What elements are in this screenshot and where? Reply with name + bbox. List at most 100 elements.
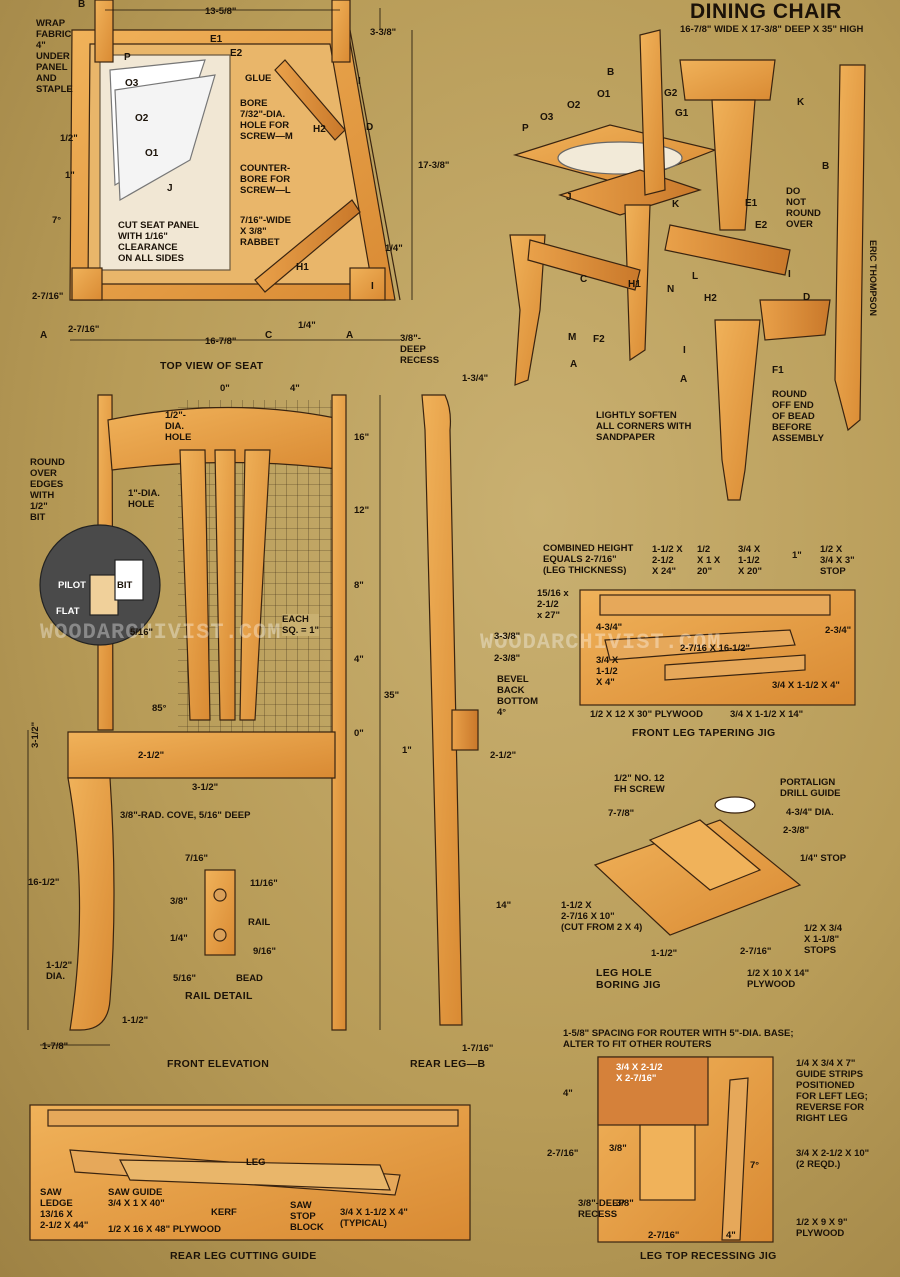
dim-quarter-bottom: 1/4": [298, 320, 316, 331]
recessing-jig-drawing: [597, 1056, 774, 1243]
ex-part-l: L: [692, 271, 699, 282]
rec-note-req: 3/4 X 2-1/2 X 10" (2 REQD.): [796, 1148, 870, 1170]
bore-note-block: 1-1/2 X 2-7/16 X 10" (CUT FROM 2 X 4): [561, 900, 643, 933]
ex-part-o1: O1: [597, 89, 611, 100]
ex-part-h2: H2: [704, 293, 717, 304]
dim-base: 1-7/8": [42, 1041, 69, 1052]
part-b: B: [78, 0, 86, 10]
dim-zero-top: 0": [220, 383, 230, 394]
note-soften: LIGHTLY SOFTEN ALL CORNERS WITH SANDPAPE…: [596, 410, 692, 443]
note-bit: BIT: [117, 580, 133, 591]
caption-recessing-jig: LEG TOP RECESSING JIG: [640, 1250, 777, 1262]
ex-part-f1: F1: [772, 365, 784, 376]
part-e1: E1: [210, 34, 223, 45]
note-half-hole: 1/2"- DIA. HOLE: [165, 410, 192, 443]
part-a: A: [40, 330, 48, 341]
ex-part-i2: I: [683, 345, 686, 356]
note-cove: 3/8"-RAD. COVE, 5/16" DEEP: [120, 810, 251, 821]
bore-note-screw: 1/2" NO. 12 FH SCREW: [614, 773, 665, 795]
dim-rear-one: 1": [402, 745, 412, 756]
bore-dim-778: 7-7/8": [608, 808, 635, 819]
ex-part-k: K: [797, 97, 805, 108]
dim-12: 12": [354, 505, 370, 516]
exploded-view: [509, 29, 866, 501]
dim-deg: 7°: [52, 215, 62, 226]
page-title: DINING CHAIR: [690, 0, 842, 23]
rail-dim-f: 5/16": [173, 973, 196, 984]
note-cut-panel: CUT SEAT PANEL WITH 1/16" CLEARANCE ON A…: [118, 220, 199, 264]
cut-note-kerf: KERF: [211, 1207, 237, 1218]
watermark-right: WOODARCHIVIST.COM: [480, 630, 722, 655]
jig-dim-one: 1": [792, 550, 802, 561]
bore-dim-2716: 2-7/16": [740, 946, 772, 957]
part-d: D: [366, 122, 374, 133]
part-p: P: [124, 52, 131, 63]
caption-top-view: TOP VIEW OF SEAT: [160, 360, 264, 372]
note-bore: BORE 7/32"-DIA. HOLE FOR SCREW—M: [240, 98, 293, 142]
note-pilot: PILOT: [58, 580, 86, 591]
dim-foot: 1-1/2": [122, 1015, 149, 1026]
jig-note-p1: 1-1/2 X 2-1/2 X 24": [652, 544, 683, 577]
note-one-hole: 1"-DIA. HOLE: [128, 488, 160, 510]
caption-rail-detail: RAIL DETAIL: [185, 990, 253, 1002]
dim-rear-14: 14": [496, 900, 512, 911]
jig-note-p2: 1/2 X 1 X 20": [697, 544, 721, 577]
ex-part-h1: H1: [628, 279, 641, 290]
jig-note-p6: 3/4 X 1-1/2 X 4": [596, 655, 619, 688]
ex-part-a2: A: [680, 374, 688, 385]
dim-half: 1/2": [60, 133, 78, 144]
top-view-seat: [69, 0, 401, 301]
jig-note-combined: COMBINED HEIGHT EQUALS 2-7/16" (LEG THIC…: [543, 543, 634, 576]
rec-dim-bottom: 2-7/16": [648, 1230, 680, 1241]
note-foot-dia: 1-1/2" DIA.: [46, 960, 73, 982]
ex-part-g2: G2: [664, 88, 678, 99]
page-subtitle: 16-7/8" WIDE X 17-3/8" DEEP X 35" HIGH: [680, 24, 864, 35]
dim-85: 85°: [152, 703, 167, 714]
rail-dim-b: 11/16": [250, 878, 278, 889]
rec-note-recess: 3/8"-DEEP RECESS: [578, 1198, 625, 1220]
cut-note-typical: 3/4 X 1-1/2 X 4" (TYPICAL): [340, 1207, 408, 1229]
jig-note-p3: 3/4 X 1-1/2 X 20": [738, 544, 763, 577]
rec-dim-four: 4": [563, 1088, 573, 1099]
cut-note-guide: SAW GUIDE 3/4 X 1 X 40": [108, 1187, 165, 1209]
jig-note-p7: 2-7/16 X 16-1/2": [680, 643, 750, 654]
bore-dim-112: 1-1/2": [651, 948, 678, 959]
cut-note-ledge: SAW LEDGE 13/16 X 2-1/2 X 44": [40, 1187, 89, 1231]
ex-part-e1: E1: [745, 198, 758, 209]
dim-bit: 5/16": [130, 627, 153, 638]
rail-detail-drawing: [204, 869, 236, 956]
part-a2: A: [346, 330, 354, 341]
bore-note-dia: 4-3/4" DIA.: [786, 807, 834, 818]
part-o2: O2: [135, 113, 149, 124]
ex-part-g1: G1: [675, 108, 689, 119]
part-i: I: [358, 76, 361, 87]
dim-top: 13-5/8": [205, 6, 237, 17]
jig-note-p8: 3/4 X 1-1/2 X 4": [772, 680, 840, 691]
rec-note-strips: 1/4 X 3/4 X 7" GUIDE STRIPS POSITIONED F…: [796, 1058, 868, 1124]
ex-part-f2: F2: [593, 334, 605, 345]
dim-v312: 3-1/2": [30, 721, 41, 748]
ex-part-i: I: [788, 269, 791, 280]
caption-front-jig: FRONT LEG TAPERING JIG: [632, 727, 776, 739]
dim-1612: 16-1/2": [28, 877, 60, 888]
front-jig-drawing: [579, 589, 856, 706]
ex-part-p: P: [522, 123, 529, 134]
part-j: J: [167, 183, 173, 194]
caption-boring-jig: LEG HOLE BORING JIG: [596, 967, 661, 991]
cut-note-leg: LEG: [246, 1157, 266, 1168]
cutting-guide-drawing: [29, 1104, 471, 1241]
part-o1: O1: [145, 148, 159, 159]
part-i2: I: [371, 281, 374, 292]
rec-dim-deg: 7°: [750, 1160, 760, 1171]
rail-dim-d: 1/4": [170, 933, 188, 944]
dim-rear-bottom: 1-7/16": [462, 1043, 494, 1054]
bore-note-portalign: PORTALIGN DRILL GUIDE: [780, 777, 841, 799]
note-counterbore: COUNTER- BORE FOR SCREW—L: [240, 163, 291, 196]
dim-h212: 2-1/2": [138, 750, 165, 761]
dim-0: 0": [354, 728, 364, 739]
dim-one: 1": [65, 170, 75, 181]
dim-rear-top: 1-3/4": [462, 373, 489, 384]
cut-note-plywood: 1/2 X 16 X 48" PLYWOOD: [108, 1224, 221, 1235]
note-round-over: ROUND OVER EDGES WITH 1/2" BIT: [30, 457, 65, 523]
